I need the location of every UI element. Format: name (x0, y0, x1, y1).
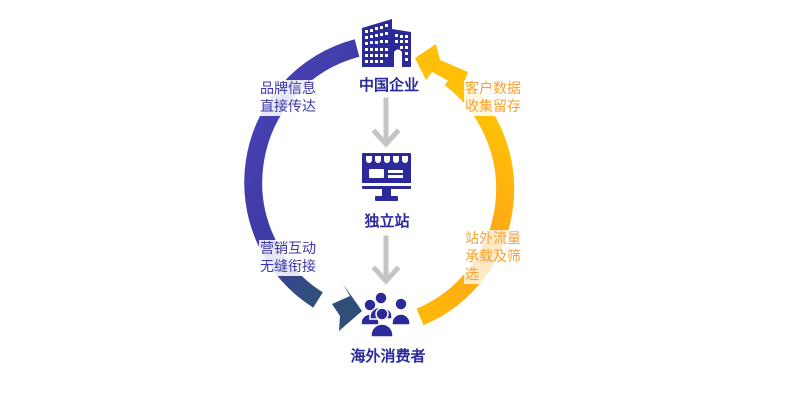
storefront-monitor-icon (362, 153, 411, 201)
right-arrowhead (415, 44, 468, 88)
label-customer-data: 客户数据 收集留存 (464, 80, 522, 116)
label-offsite-traffic: 站外流量 承载及筛 选 (464, 230, 522, 284)
left-arrowhead (332, 284, 362, 331)
label-marketing-interaction: 营销互动 无缝衔接 (259, 240, 317, 276)
building-icon (362, 19, 411, 67)
down-arrow-top (371, 97, 401, 148)
users-group-icon (360, 291, 411, 338)
node-label-overseas-consumers: 海外消费者 (350, 347, 426, 365)
label-brand-info-direct: 品牌信息 直接传达 (259, 80, 317, 116)
node-label-independent-site: 独立站 (364, 212, 410, 230)
node-label-chinese-enterprise: 中国企业 (358, 76, 419, 94)
down-arrow-bottom (371, 235, 401, 285)
